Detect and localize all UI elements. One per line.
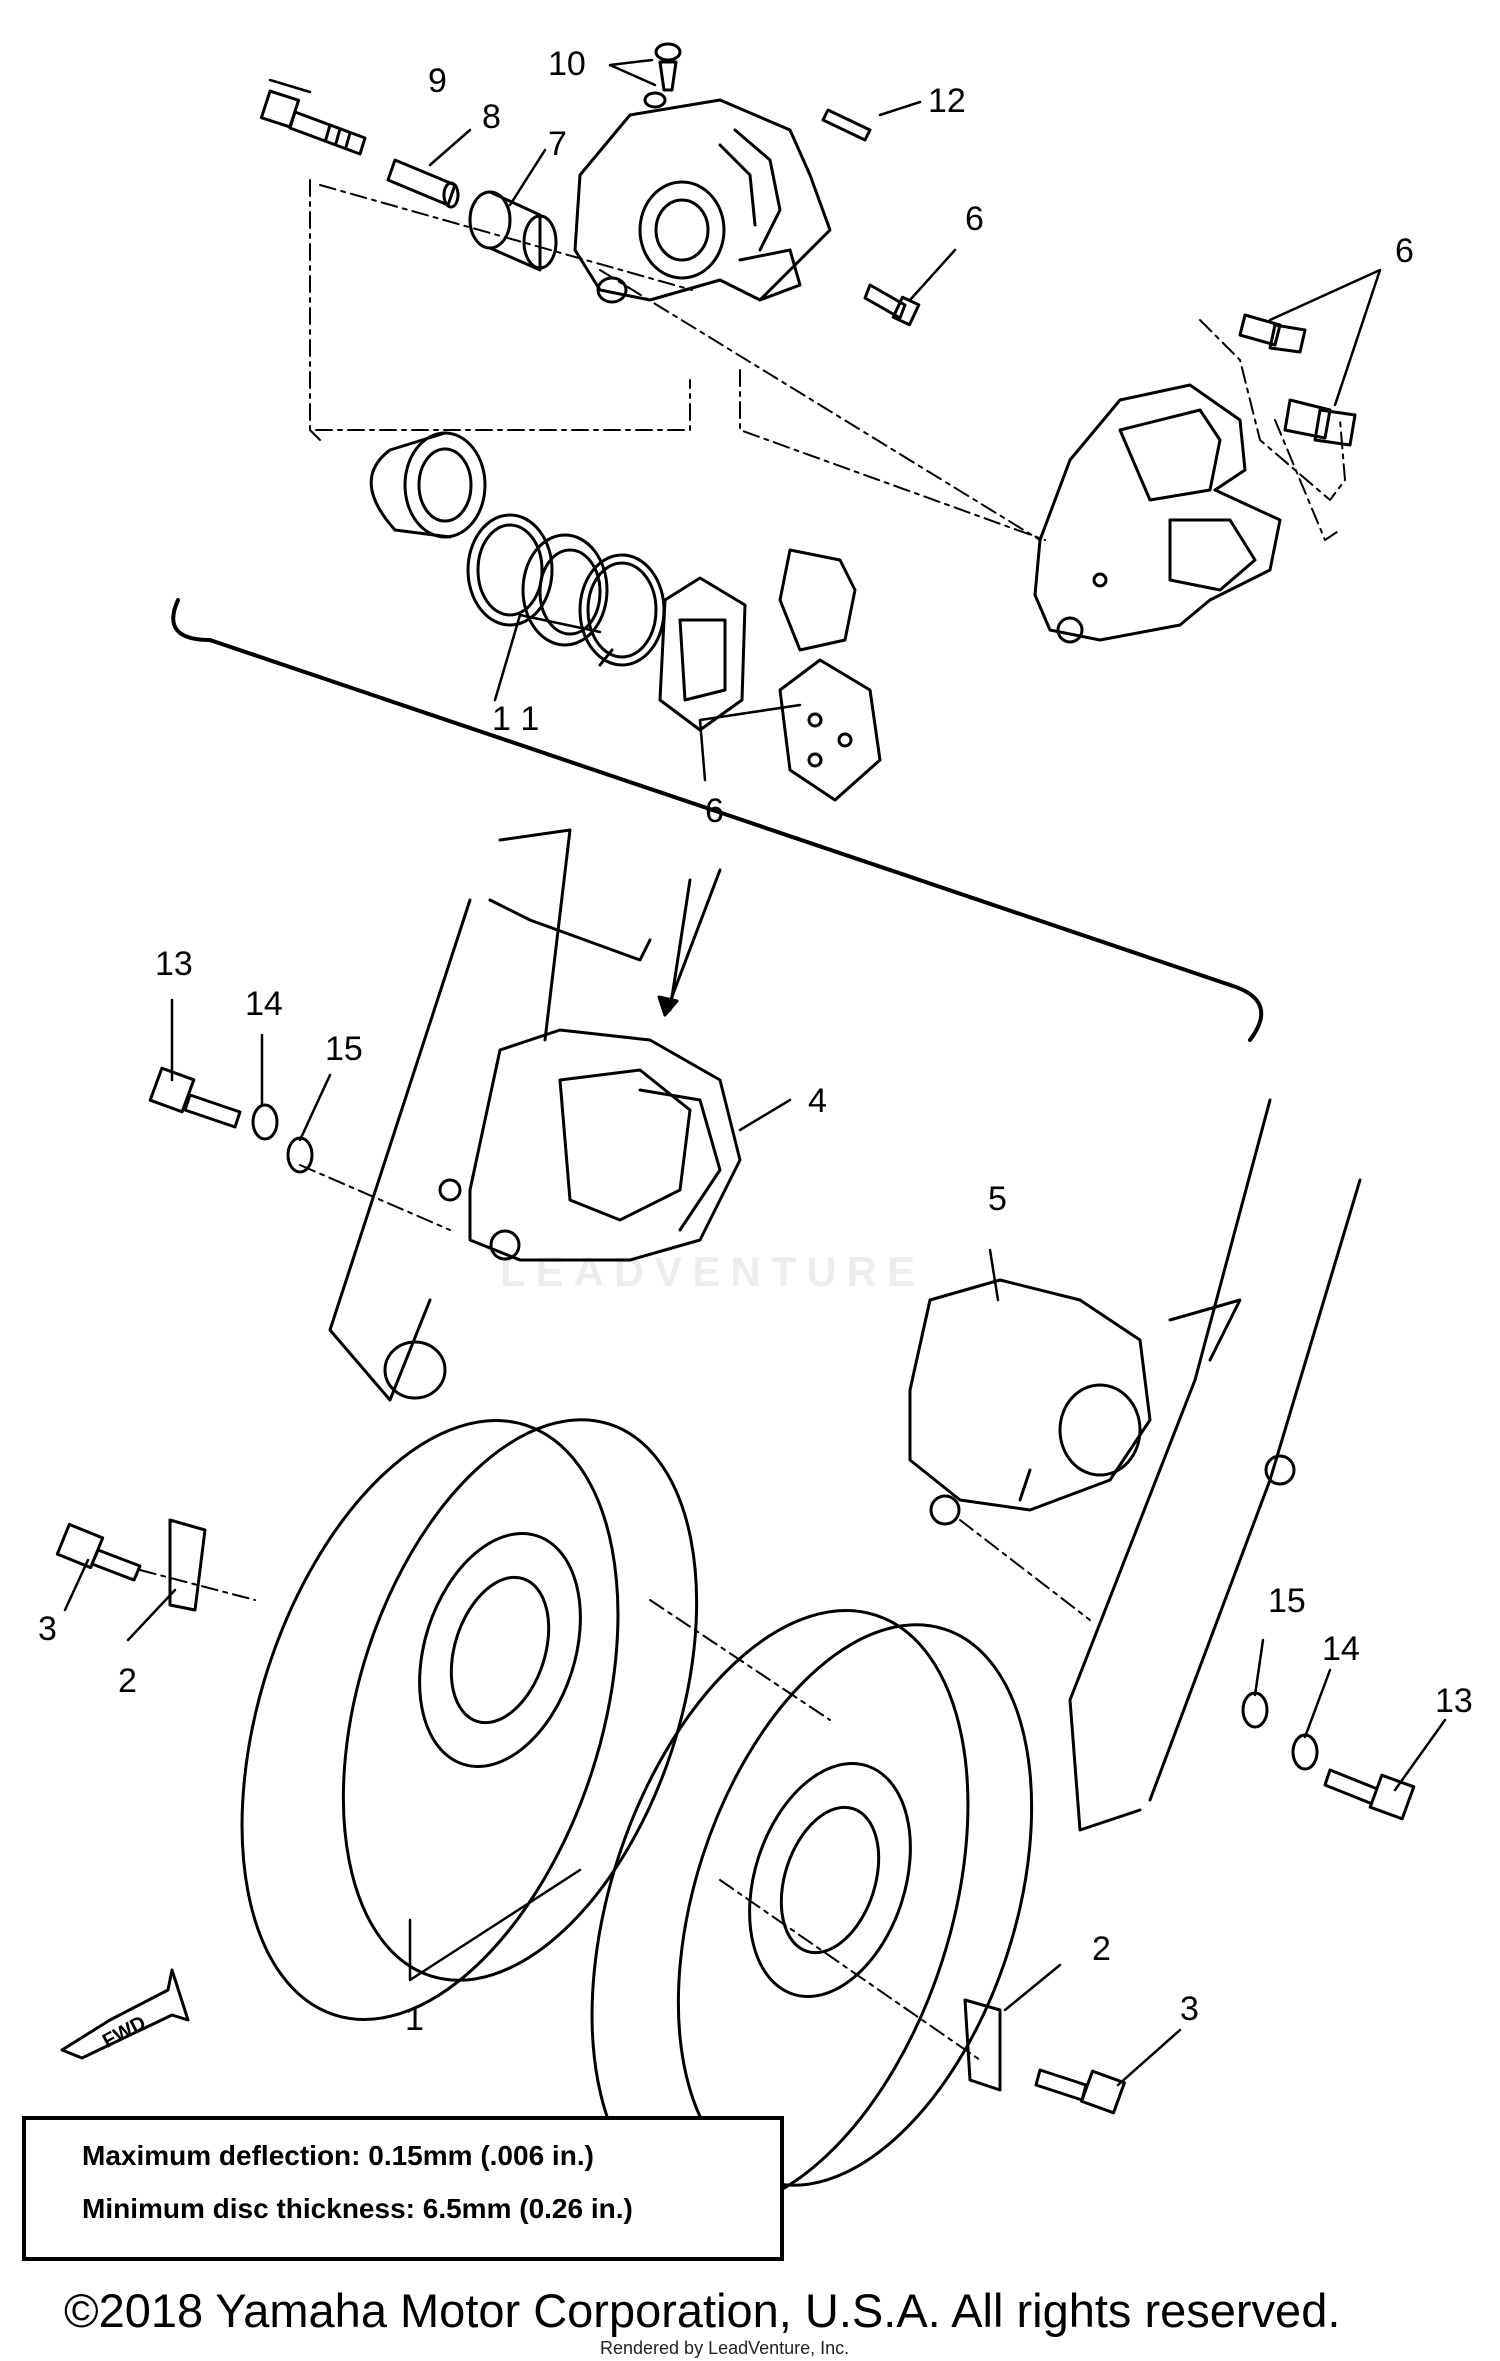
callout-2b: 2: [1092, 1930, 1111, 1968]
seal-kit-part: [466, 513, 666, 667]
callout-13a: 13: [155, 945, 193, 983]
sleeve-part: [386, 158, 460, 209]
callout-14b: 14: [1322, 1630, 1360, 1668]
copyright-notice: ©2018 Yamaha Motor Corporation, U.S.A. A…: [64, 2284, 1341, 2337]
callout-3b: 3: [1180, 1990, 1199, 2028]
callout-4: 4: [808, 1082, 827, 1120]
pad-clips-part: [1238, 313, 1357, 447]
callout-1: 1: [405, 2000, 424, 2038]
brake-pads-part: [658, 548, 882, 802]
callout-12: 12: [928, 82, 966, 120]
disc-bolts-part: [55, 1066, 1416, 2115]
fwd-arrow-icon: [60, 1968, 190, 2060]
callout-6c: 6: [705, 792, 724, 830]
callout-15b: 15: [1268, 1582, 1306, 1620]
callout-5: 5: [988, 1180, 1007, 1218]
callout-11: 1 1: [492, 700, 539, 738]
spec-box: [22, 2116, 784, 2261]
bleed-screw-part: [643, 42, 682, 109]
caliper-body-part: [573, 98, 832, 304]
rendered-by-notice: Rendered by LeadVenture, Inc.: [600, 2338, 850, 2358]
right-fork-part: [1068, 1098, 1362, 1832]
brake-discs-part: [240, 1418, 1034, 2211]
callout-10: 10: [548, 45, 586, 83]
callout-13b: 13: [1435, 1682, 1473, 1720]
boot-part: [468, 190, 558, 272]
caliper-screw-part: [863, 283, 921, 327]
left-caliper-part: [438, 1028, 742, 1262]
callout-9: 9: [428, 62, 447, 100]
caliper-bolt-part: [259, 89, 367, 156]
callout-15a: 15: [325, 1030, 363, 1068]
callout-6a: 6: [965, 200, 984, 238]
left-fork-part: [328, 828, 692, 1402]
callout-6b: 6: [1395, 232, 1414, 270]
callout-3a: 3: [38, 1610, 57, 1648]
watermark: LEADVENTURE: [500, 1248, 926, 1295]
spec-min-thickness: Minimum disc thickness: 6.5mm (0.26 in.): [82, 2193, 633, 2224]
spec-max-deflection: Maximum deflection: 0.15mm (.006 in.): [82, 2140, 594, 2171]
right-caliper-part: [908, 1278, 1152, 1526]
callout-7: 7: [548, 125, 567, 163]
pad-pin-part: [821, 108, 872, 142]
caliper-exploded-group: [171, 42, 1357, 1042]
piston-part: [369, 431, 487, 539]
callout-14a: 14: [245, 985, 283, 1023]
caliper-bracket-part: [1033, 383, 1282, 644]
callout-2a: 2: [118, 1662, 137, 1700]
callout-8: 8: [482, 98, 501, 136]
